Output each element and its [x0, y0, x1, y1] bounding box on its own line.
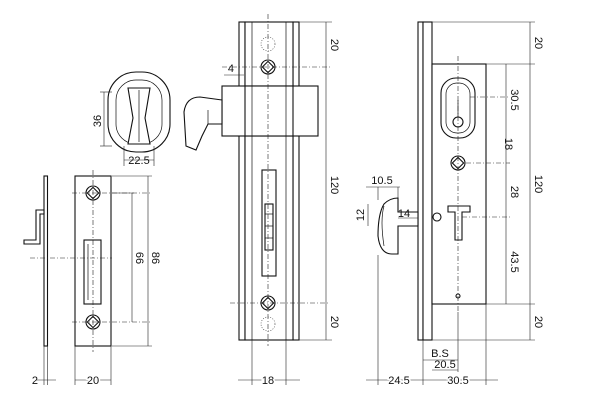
dim-cylinder-span: 30.5: [508, 89, 520, 110]
dim-escutcheon-width: 22.5: [128, 155, 149, 167]
dim-face-width: 18: [262, 375, 274, 387]
dim-hook-height: 12: [355, 209, 367, 221]
dim-hook-depth: 14: [398, 208, 410, 220]
dim-strike-thickness: 2: [32, 375, 38, 387]
dim-hook-width: 10.5: [371, 175, 392, 187]
dim-top-offset: 20: [328, 39, 340, 51]
strike-side-profile: [43, 175, 49, 347]
side-faceplate-strip: [417, 21, 424, 341]
dim-cylinder-top: 20: [532, 37, 544, 49]
dim-center-spacing: 120: [532, 175, 544, 193]
dim-cylinder-low: 18: [502, 138, 514, 150]
dim-body-offset: 4: [228, 63, 234, 75]
dim-strike-width: 20: [87, 375, 99, 387]
thumb-turn-lever: [183, 96, 223, 151]
strike-side-tab: [23, 209, 45, 245]
pivot-pin: [432, 212, 442, 222]
strike-opening: [83, 239, 102, 305]
hook-bolt-face: [264, 203, 274, 251]
dim-strike-outer: 86: [149, 252, 161, 264]
dim-escutcheon-height: 36: [92, 115, 104, 127]
lock-front-view: 4 20 120 20 18: [183, 14, 340, 389]
dim-center-28: 28: [508, 186, 520, 198]
side-faceplate: [422, 21, 433, 341]
strike-plate-view: 66 86 2 20: [23, 170, 161, 389]
escutcheon-view: 36 22.5: [92, 71, 171, 167]
hook-bolt: [377, 197, 419, 255]
hook-bolt-curve: [381, 205, 385, 247]
dim-faceplate-offset: 24.5: [388, 375, 409, 387]
dim-case-width: 30.5: [447, 375, 468, 387]
dim-bottom-offset: 20: [328, 316, 340, 328]
lock-side-view: 20 120 20 30.5 18 28 43.5 10.5 12 14 B.S…: [355, 21, 544, 389]
dim-backset-label: B.S: [431, 348, 449, 360]
dim-screw-spacing: 120: [328, 176, 340, 194]
faceplate-over-body: [244, 85, 294, 137]
dim-backset-value: 20.5: [434, 359, 455, 371]
dim-center-bottom: 20: [532, 316, 544, 328]
dim-strike-inner: 66: [133, 252, 145, 264]
key-slot: [447, 205, 471, 241]
faceplate-left-strip: [238, 21, 246, 341]
faceplate-right-strip: [292, 21, 300, 341]
dim-center-43-5: 43.5: [508, 251, 520, 272]
